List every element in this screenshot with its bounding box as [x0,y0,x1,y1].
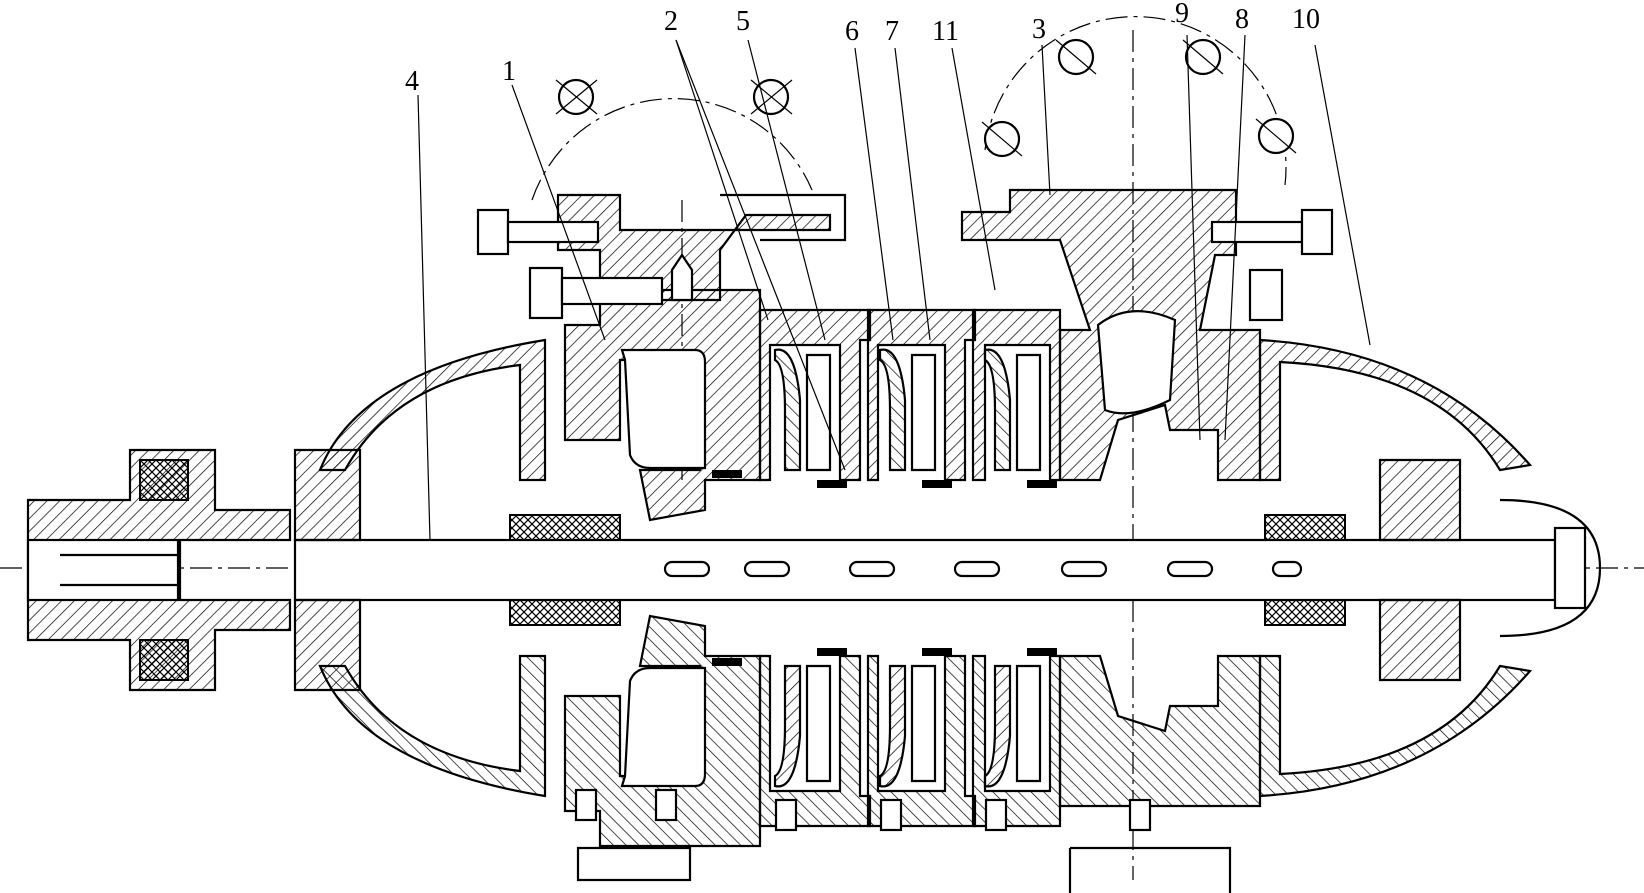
shaft [293,538,1557,602]
outlet-flange-bolt-circle [981,15,1297,186]
label-9: 9 [1175,0,1189,29]
label-3: 3 [1032,14,1046,45]
bottom-feet [574,788,1232,893]
label-4: 4 [405,66,419,97]
impellers-upper [712,348,1057,488]
label-5: 5 [736,6,750,37]
label-1: 1 [502,56,516,87]
coupling [26,448,292,692]
packing-glands [293,448,1462,692]
right-end-cover-upper [1258,338,1533,482]
balance-end-cap [1499,498,1602,638]
label-2: 2 [664,6,678,37]
label-11: 11 [932,16,959,47]
label-8: 8 [1235,4,1249,35]
lower-half [318,614,1533,848]
label-7: 7 [885,16,899,47]
label-10: 10 [1292,4,1320,35]
label-6: 6 [845,16,859,47]
inlet-flange-bolt-circle [531,78,813,201]
tie-bolts-top [476,208,1334,322]
stage-casings-upper [758,308,1062,482]
leader-lines [417,34,1371,541]
